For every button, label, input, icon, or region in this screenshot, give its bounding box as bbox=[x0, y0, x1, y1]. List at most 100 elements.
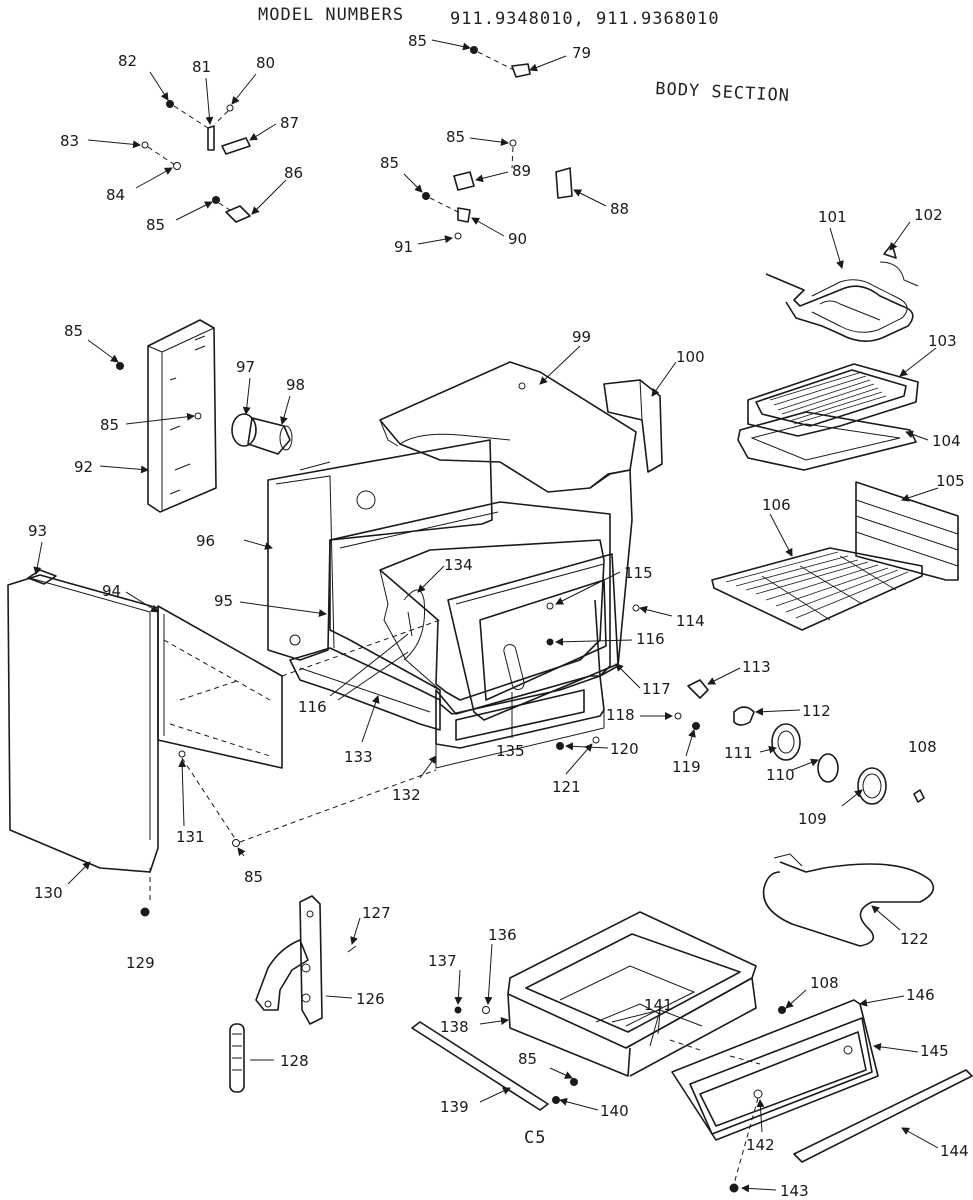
callout-89: 89 bbox=[512, 162, 531, 180]
callout-85-top: 85 bbox=[408, 32, 427, 50]
callout-92: 92 bbox=[74, 458, 93, 476]
lamp-parts bbox=[546, 602, 925, 805]
hinge-spring-128 bbox=[229, 1023, 245, 1093]
callout-109: 109 bbox=[798, 810, 827, 828]
screw-108 bbox=[913, 789, 925, 803]
callout-84: 84 bbox=[106, 186, 125, 204]
washer-83 bbox=[141, 141, 149, 149]
callout-94: 94 bbox=[102, 582, 121, 600]
screw-85-top bbox=[470, 46, 478, 54]
callout-127: 127 bbox=[362, 904, 391, 922]
callout-114: 114 bbox=[676, 612, 705, 630]
control-panel-back-92 bbox=[116, 319, 217, 513]
callout-116a: 116 bbox=[636, 630, 665, 648]
screw-108b bbox=[778, 1006, 786, 1014]
callout-91: 91 bbox=[394, 238, 413, 256]
screw-85c bbox=[509, 139, 517, 147]
callout-142: 142 bbox=[746, 1136, 775, 1154]
screw-85h bbox=[570, 1078, 578, 1086]
callout-126: 126 bbox=[356, 990, 385, 1008]
callout-130: 130 bbox=[34, 884, 63, 902]
screw-120 bbox=[556, 742, 564, 750]
callout-118: 118 bbox=[606, 706, 635, 724]
clip-113 bbox=[687, 679, 709, 699]
callout-95: 95 bbox=[214, 592, 233, 610]
clip-102 bbox=[883, 243, 897, 259]
receptacle-88 bbox=[555, 167, 573, 199]
drawer-front-146 bbox=[671, 999, 973, 1193]
callout-116b: 116 bbox=[298, 698, 327, 716]
callout-134: 134 bbox=[444, 556, 473, 574]
callout-93: 93 bbox=[28, 522, 47, 540]
screw-129 bbox=[140, 907, 150, 917]
broiler-rack-103 bbox=[747, 363, 919, 437]
screw-85g bbox=[232, 839, 240, 847]
callout-101: 101 bbox=[818, 208, 847, 226]
callout-108b: 108 bbox=[810, 974, 839, 992]
callout-85g: 85 bbox=[244, 868, 263, 886]
bulb-112 bbox=[733, 706, 755, 726]
callout-104: 104 bbox=[932, 432, 961, 450]
callout-129: 129 bbox=[126, 954, 155, 972]
callout-106: 106 bbox=[762, 496, 791, 514]
callout-144: 144 bbox=[940, 1142, 969, 1160]
screw-136 bbox=[482, 1006, 490, 1014]
element-101 bbox=[765, 243, 919, 342]
range-body-cabinet bbox=[267, 361, 663, 769]
ring-111 bbox=[771, 723, 801, 761]
storage-drawer-138 bbox=[411, 911, 761, 1111]
clip-90 bbox=[457, 207, 471, 223]
callout-103: 103 bbox=[928, 332, 957, 350]
callout-85c: 85 bbox=[446, 128, 465, 146]
section-title: BODY SECTION bbox=[655, 79, 791, 106]
screw-137 bbox=[454, 1006, 462, 1014]
callout-85d: 85 bbox=[380, 154, 399, 172]
callout-140: 140 bbox=[600, 1102, 629, 1120]
top-hardware-group bbox=[141, 46, 573, 240]
callout-97: 97 bbox=[236, 358, 255, 376]
bracket-81 bbox=[207, 125, 215, 151]
screw-116 bbox=[546, 638, 554, 646]
callout-83: 83 bbox=[60, 132, 79, 150]
model-numbers-label: MODEL NUMBERS bbox=[258, 5, 404, 25]
callout-79: 79 bbox=[572, 44, 591, 62]
screw-140 bbox=[552, 1096, 560, 1104]
side-panels bbox=[7, 569, 441, 917]
callout-128: 128 bbox=[280, 1052, 309, 1070]
model-numbers-value: 911.9348010, 911.9368010 bbox=[450, 9, 720, 29]
screw-85d bbox=[422, 192, 430, 200]
clip-79 bbox=[511, 63, 531, 78]
screw-143 bbox=[729, 1183, 739, 1193]
callout-133: 133 bbox=[344, 748, 373, 766]
callout-99: 99 bbox=[572, 328, 591, 346]
hinge-126 bbox=[255, 895, 357, 1025]
callout-141: 141 bbox=[644, 996, 673, 1014]
terminal-block-87 bbox=[221, 137, 251, 155]
callout-146: 146 bbox=[906, 986, 935, 1004]
callout-139: 139 bbox=[440, 1098, 469, 1116]
callout-98: 98 bbox=[286, 376, 305, 394]
callout-85e: 85 bbox=[64, 322, 83, 340]
callout-131: 131 bbox=[176, 828, 205, 846]
callout-143: 143 bbox=[780, 1182, 809, 1200]
nut-84 bbox=[173, 162, 181, 170]
callout-85b: 85 bbox=[146, 216, 165, 234]
screw-91 bbox=[454, 232, 462, 240]
callout-85f: 85 bbox=[100, 416, 119, 434]
screw-115 bbox=[546, 602, 554, 610]
callout-119: 119 bbox=[672, 758, 701, 776]
screw-121 bbox=[592, 736, 600, 744]
callout-105: 105 bbox=[936, 472, 965, 490]
callout-112: 112 bbox=[802, 702, 831, 720]
drawer-rail-144 bbox=[793, 1069, 973, 1163]
callout-102: 102 bbox=[914, 206, 943, 224]
callout-120: 120 bbox=[610, 740, 639, 758]
callout-115: 115 bbox=[624, 564, 653, 582]
callout-82: 82 bbox=[118, 52, 137, 70]
callout-108a: 108 bbox=[908, 738, 937, 756]
callout-85h: 85 bbox=[518, 1050, 537, 1068]
callout-labels: 85 79 82 81 80 83 87 84 86 85 85 85 89 8… bbox=[28, 32, 969, 1200]
callout-87: 87 bbox=[280, 114, 299, 132]
